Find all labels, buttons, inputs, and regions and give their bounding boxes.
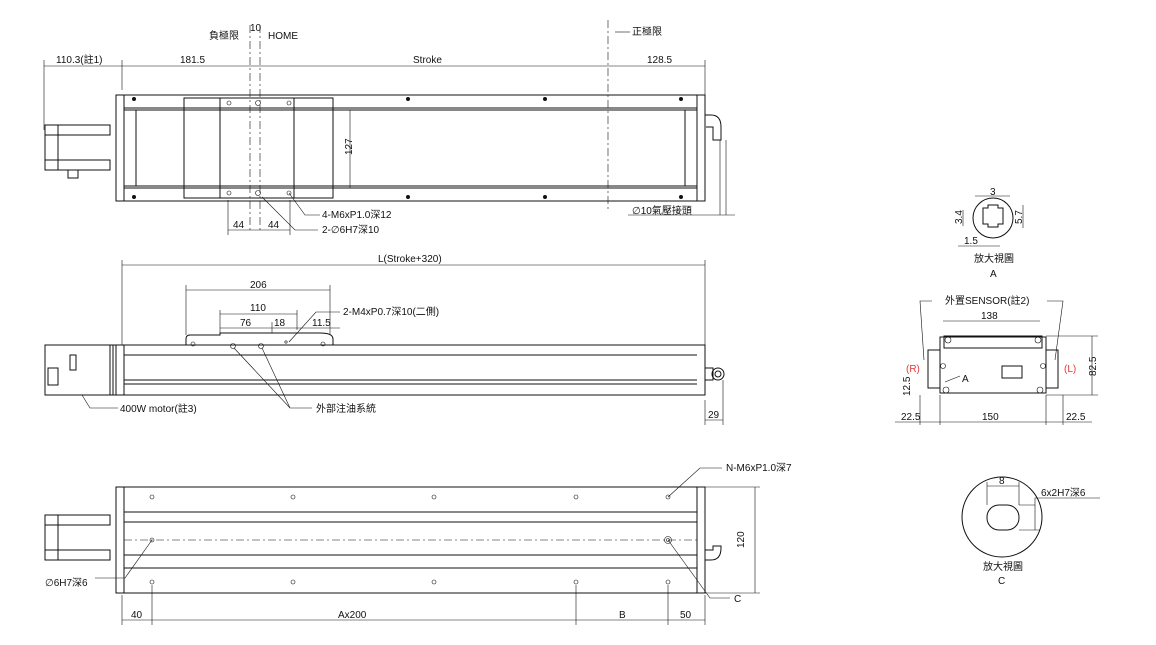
sensor-left-label: (L) [1064, 364, 1076, 375]
top-view [43, 20, 735, 235]
dim-127: 127 [344, 138, 355, 155]
air-fitting-note: ∅10氣壓接頭 [632, 204, 692, 217]
home-label: HOME [268, 31, 298, 42]
end-view-drawing [895, 300, 1098, 425]
dim-181-5: 181.5 [180, 55, 205, 66]
dim-82-5: 82.5 [1088, 356, 1099, 376]
side-view [44, 260, 725, 425]
side-holes-note: 2-M4xP0.7深10(二側) [343, 305, 439, 318]
dim-44-right: 44 [268, 220, 280, 231]
neg-limit-label: 負極限 [209, 29, 239, 42]
dim-29: 29 [708, 410, 720, 421]
bottom-tap-note: N-M6xP1.0深7 [726, 462, 792, 474]
dim-22-5-right: 22.5 [1066, 412, 1086, 423]
dim-150: 150 [982, 412, 999, 423]
detail-a-caption: 放大視圖 [974, 252, 1014, 265]
bottom-view [44, 467, 760, 625]
dim-110: 110 [250, 303, 266, 314]
pin-holes-note: 2-∅6H7深10 [322, 224, 380, 236]
detail-a-dim-5-7: 5.7 [1014, 210, 1025, 224]
dim-120: 120 [736, 531, 747, 548]
dim-18: 18 [274, 318, 286, 329]
detail-c-hole-note: 6x2H7深6 [1041, 487, 1086, 499]
tap-holes-note: 4-M6xP1.0深12 [322, 209, 392, 221]
dim-128-5: 128.5 [647, 55, 672, 66]
detail-c-callout: C [734, 594, 741, 605]
dim-44-left: 44 [233, 220, 245, 231]
dim-b: B [619, 610, 626, 621]
dim-11-5: 11.5 [312, 318, 331, 329]
detail-a-dim-3-4: 3.4 [954, 210, 965, 224]
motor-note: 400W motor(註3) [120, 403, 197, 415]
dim-206: 206 [250, 280, 267, 291]
dim-12-5: 12.5 [902, 376, 913, 396]
sensor-right-label: (R) [906, 364, 920, 375]
detail-a-dim-3: 3 [990, 187, 996, 198]
detail-c-dim-8: 8 [999, 476, 1005, 487]
dim-stroke: Stroke [413, 55, 442, 66]
detail-c-drawing [961, 476, 1100, 558]
dim-40: 40 [131, 610, 143, 621]
lube-note: 外部注油系統 [316, 402, 376, 415]
home-offset-dim: 10 [250, 23, 262, 34]
dim-total-length: L(Stroke+320) [378, 254, 442, 265]
detail-a-callout: A [962, 374, 969, 385]
sensor-note: 外置SENSOR(註2) [945, 295, 1029, 307]
detail-c-letter: C [998, 576, 1005, 587]
detail-c-caption: 放大視圖 [983, 560, 1023, 573]
dim-50: 50 [680, 610, 692, 621]
dim-22-5-left: 22.5 [901, 412, 921, 423]
detail-a-drawing [958, 195, 1024, 247]
detail-a-letter: A [990, 269, 997, 280]
dim-motor-length: 110.3(註1) [56, 54, 103, 66]
dim-76: 76 [240, 318, 252, 329]
pos-limit-label: 正極限 [632, 25, 662, 38]
bottom-pin-note: ∅6H7深6 [45, 577, 88, 589]
detail-a-dim-1-5: 1.5 [964, 236, 978, 247]
dim-138: 138 [981, 311, 998, 322]
dim-ax200: Ax200 [338, 610, 367, 621]
